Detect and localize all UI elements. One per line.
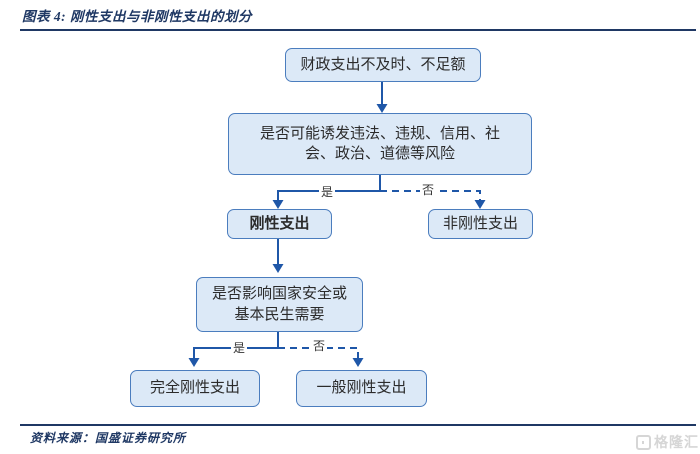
branch-label-decision2-yes: 是 [231, 341, 248, 355]
flow-node-nonrigid-expenditure-label: 非刚性支出 [442, 215, 518, 232]
flow-node-start-label: 财政支出不及时、不足额 [300, 56, 466, 73]
arrowhead-start-decision1 [376, 104, 388, 113]
flow-node-decision-security-line2: 基本民生需要 [234, 306, 325, 323]
arrowhead-rigid-decision2 [272, 264, 284, 273]
arrowhead-decision2-no [352, 358, 364, 367]
edge-decision2-no [278, 347, 359, 359]
flow-node-rigid-expenditure: 刚性支出 [227, 209, 332, 239]
watermark-text: 格隆汇 [654, 434, 699, 450]
flow-node-fully-rigid-label: 完全刚性支出 [149, 380, 240, 397]
flow-node-decision-risk-line2: 会、政治、道德等风险 [304, 146, 455, 162]
branch-label-decision2-no: 否 [311, 339, 328, 353]
flow-node-decision-risk: 是否可能诱发违法、违规、信用、社 会、政治、道德等风险 [228, 113, 532, 175]
flow-node-decision-security: 是否影响国家安全或 基本民生需要 [196, 277, 363, 332]
source-note: 资料来源：国盛证券研究所 [30, 431, 187, 445]
arrowhead-decision1-yes [272, 200, 284, 209]
flow-node-start: 财政支出不及时、不足额 [285, 48, 481, 82]
flow-node-nonrigid-expenditure: 非刚性支出 [428, 209, 533, 239]
gelonghui-logo-icon [636, 434, 651, 450]
flow-node-decision-risk-line1: 是否可能诱发违法、违规、信用、社 [259, 125, 500, 142]
flow-node-general-rigid-label: 一般刚性支出 [316, 380, 407, 397]
branch-label-decision1-yes: 是 [319, 185, 336, 199]
flow-node-general-rigid: 一般刚性支出 [296, 370, 427, 407]
footer-divider [20, 424, 696, 426]
flow-node-rigid-expenditure-label: 刚性支出 [249, 215, 310, 232]
edge-decision1-no [380, 190, 481, 201]
flow-node-fully-rigid: 完全刚性支出 [130, 370, 260, 407]
flow-node-decision-security-line1: 是否影响国家安全或 [211, 286, 347, 303]
arrowhead-decision2-yes [188, 358, 200, 367]
branch-label-decision1-no: 否 [420, 183, 437, 197]
figure-title: 图表 4: 刚性支出与非刚性支出的划分 [22, 9, 252, 24]
watermark: 格隆汇 [636, 432, 699, 452]
arrowhead-decision1-no [474, 200, 486, 209]
title-underline [20, 29, 696, 31]
